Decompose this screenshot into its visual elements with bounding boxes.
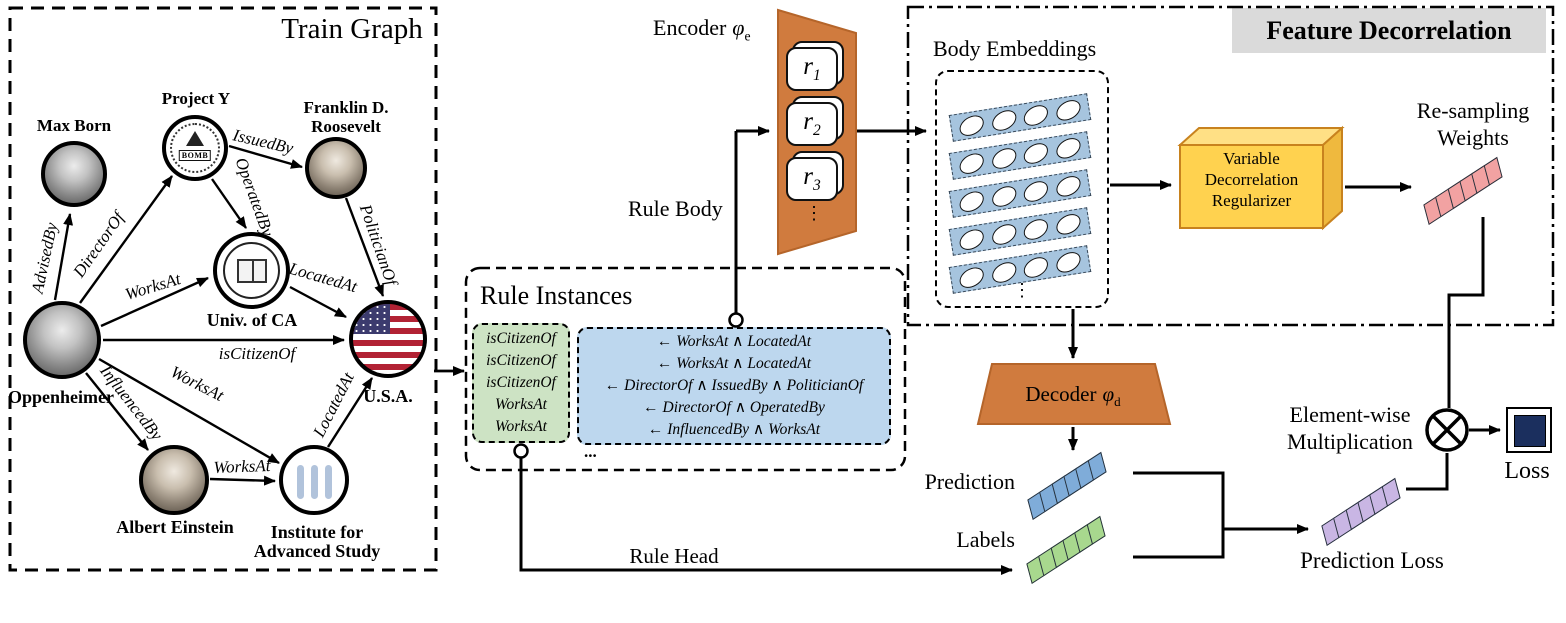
multiply-icon <box>1425 408 1469 452</box>
rule-head-connector-dot <box>513 443 529 459</box>
node-albert-einstein-label: Albert Einstein <box>116 517 234 537</box>
manhattan-project-triangle-icon <box>186 131 204 146</box>
node-univ-of-ca-label: Univ. of CA <box>206 310 298 330</box>
edge-label-operatedby: OperatedBy <box>231 154 278 239</box>
edge-label-worksat-ias: WorksAt <box>167 362 227 405</box>
predloss-to-multiply-line <box>1406 453 1449 491</box>
node-fdr-label: Franklin D. Roosevelt <box>303 98 389 136</box>
edge-label-politicianof: PoliticianOf <box>355 202 402 288</box>
weights-to-multiply-line <box>1447 217 1485 408</box>
rule-body-box: ← WorksAt ∧ LocatedAt ← WorksAt ∧ Locate… <box>577 327 891 445</box>
node-oppenheimer-label: Oppenheimer <box>8 387 114 407</box>
prediction-loss-label: Prediction Loss <box>1300 548 1444 573</box>
train-graph-title: Train Graph <box>281 13 423 45</box>
edge-label-worksat-einstein-ias: WorksAt <box>213 456 271 477</box>
labels-label: Labels <box>956 527 1015 552</box>
loss-box <box>1506 407 1552 453</box>
edge-label-locatedat-univca: LocatedAt <box>286 258 360 297</box>
prediction-loss-vector <box>1321 477 1401 547</box>
edge-label-issuedby: IssuedBy <box>231 125 296 158</box>
rule-body-item: ← DirectorOf ∧ OperatedBy <box>643 399 825 416</box>
feature-decorrelation-title: Feature Decorrelation <box>1232 8 1546 53</box>
edge-label-iscitizenof: isCitizenOf <box>218 344 296 363</box>
prediction-vector <box>1027 451 1107 521</box>
rule-body-item: ← InfluencedBy ∧ WorksAt <box>647 421 821 438</box>
node-usa-label: U.S.A. <box>363 386 413 406</box>
ias-seal-figure <box>325 465 332 499</box>
ias-seal-figure <box>311 465 318 499</box>
regularizer-top-face <box>1177 127 1345 146</box>
rule-head-item: isCitizenOf <box>486 374 556 391</box>
manhattan-project-bomb-text: BOMB <box>178 150 212 161</box>
rule-head-item: WorksAt <box>495 396 547 413</box>
rule-card-r3: r3 <box>786 151 844 203</box>
rule-head-item: WorksAt <box>495 418 547 435</box>
prediction-label: Prediction <box>924 469 1015 494</box>
loss-square-icon <box>1514 415 1546 447</box>
rule-instances-title: Rule Instances <box>480 281 633 310</box>
regularizer-side-face <box>1322 125 1343 231</box>
rule-body-item: ← WorksAt ∧ LocatedAt <box>656 355 812 372</box>
univ-ca-seal-book-icon <box>236 258 267 283</box>
edge-label-locatedat-ias: LocatedAt <box>309 369 358 441</box>
ias-seal-figure <box>297 465 304 499</box>
rule-body-connector-dot <box>728 312 744 328</box>
elementwise-multiplication-label: Element-wise Multiplication <box>1287 402 1413 454</box>
node-univ-of-ca <box>213 232 290 309</box>
labels-vector <box>1026 515 1106 585</box>
rule-body-item: ← WorksAt ∧ LocatedAt <box>656 333 812 350</box>
encoder-cards-vdots: ⋮ <box>805 203 823 223</box>
rule-head-box: isCitizenOf isCitizenOf isCitizenOf Work… <box>472 323 570 443</box>
edge-label-worksat-univca: WorksAt <box>122 269 183 304</box>
rule-body-item: ← DirectorOf ∧ IssuedBy ∧ PoliticianOf <box>604 377 864 394</box>
node-oppenheimer <box>23 301 101 379</box>
node-franklin-d-roosevelt <box>305 137 367 199</box>
node-max-born <box>41 141 107 207</box>
rule-head-item: isCitizenOf <box>486 352 556 369</box>
usa-flag-canton <box>353 304 390 334</box>
node-project-y: BOMB <box>162 115 228 181</box>
node-usa <box>349 300 427 378</box>
rule-head-label: Rule Head <box>629 544 719 568</box>
edge-label-directorof: DirectorOf <box>69 208 128 281</box>
node-institute-for-advanced-study <box>279 445 349 515</box>
body-embeddings-vdots: ⋮ <box>1013 280 1031 300</box>
resampling-weights-vector <box>1423 156 1503 226</box>
node-ias-label: Institute for Advanced Study <box>253 522 381 561</box>
edge-worksat-einstein-ias <box>209 475 276 486</box>
regularizer-label: Variable Decorrelation Regularizer <box>1204 149 1299 210</box>
rule-card-r1: r1 <box>786 41 844 93</box>
node-max-born-label: Max Born <box>36 116 112 135</box>
prediction-labels-bracket <box>1133 471 1225 559</box>
node-albert-einstein <box>139 445 209 515</box>
node-project-y-label: Project Y <box>161 89 231 108</box>
rule-body-label: Rule Body <box>628 196 723 221</box>
rule-card-r2: r2 <box>786 96 844 148</box>
body-embeddings-label: Body Embeddings <box>933 36 1097 61</box>
rule-head-item: isCitizenOf <box>486 330 556 347</box>
loss-label: Loss <box>1504 458 1550 484</box>
resampling-weights-label: Re-sampling Weights <box>1416 98 1530 150</box>
edge-label-advisedby: AdvisedBy <box>27 220 62 295</box>
